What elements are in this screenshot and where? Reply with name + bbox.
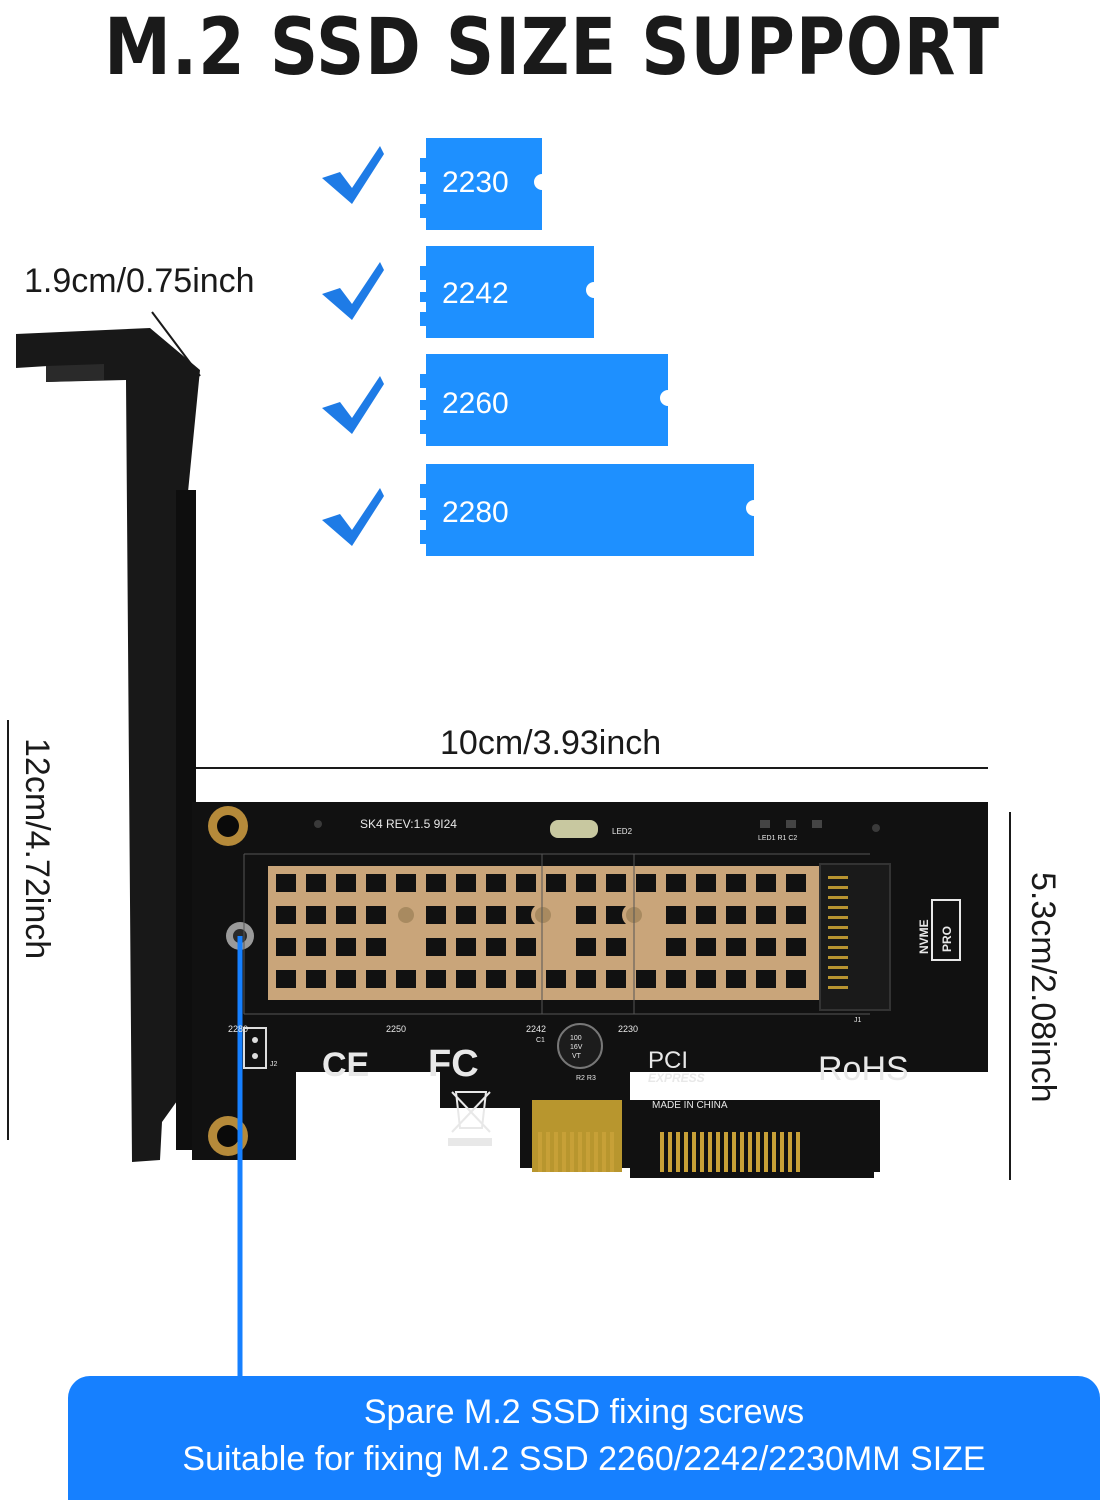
ssd-size-label: 2260 xyxy=(442,387,509,420)
check-icon xyxy=(322,376,384,434)
slot-2280-text: 2280 xyxy=(228,1024,248,1034)
ssd-size-label: 2280 xyxy=(442,496,509,529)
slot-2250-text: 2250 xyxy=(386,1024,406,1034)
ssd-2242-stick xyxy=(420,246,594,338)
check-icon xyxy=(322,146,384,204)
pci-logo-text: PCI xyxy=(648,1047,688,1074)
pcb-smd-text: LED1 R1 C2 xyxy=(758,835,797,842)
cap-text-1: 100 xyxy=(570,1035,582,1042)
slot-2230-text: 2230 xyxy=(618,1024,638,1034)
pcb-j1-text: J1 xyxy=(854,1017,862,1024)
ce-mark-text: CE xyxy=(322,1046,369,1084)
callout-line-2: Suitable for fixing M.2 SSD 2260/2242/22… xyxy=(182,1440,986,1478)
pcb-model-text: SK4 REV:1.5 9I24 xyxy=(360,817,457,831)
pro-text: PRO xyxy=(940,926,954,952)
ssd-size-label: 2242 xyxy=(442,277,509,310)
made-in-text: MADE IN CHINA xyxy=(652,1100,728,1111)
fc-mark-text: FC xyxy=(428,1043,479,1085)
check-icon xyxy=(322,262,384,320)
cap-text-2: 16V xyxy=(570,1044,583,1051)
nvme-adapter-card: SK4 REV:1.5 9I24 LED2 LED1 R1 C2 2280 22… xyxy=(16,328,988,1380)
weee-bin-icon xyxy=(451,1091,491,1133)
c1-text: C1 xyxy=(536,1037,545,1044)
card-length-label: 10cm/3.93inch xyxy=(440,724,662,762)
pcb-led-text: LED2 xyxy=(612,827,633,836)
express-logo-text: EXPRESS xyxy=(648,1071,705,1085)
ssd-2230-stick xyxy=(420,138,542,230)
screw-callout-banner: Spare M.2 SSD fixing screws Suitable for… xyxy=(68,1376,1100,1500)
r2r3-text: R2 R3 xyxy=(576,1075,596,1082)
nvme-text: NVME xyxy=(917,919,931,954)
cap-text-3: VT xyxy=(572,1053,582,1060)
check-icon xyxy=(322,488,384,546)
pcb-j2-text: J2 xyxy=(270,1061,278,1068)
ssd-size-label: 2230 xyxy=(442,166,509,199)
rohs-text: RoHS xyxy=(818,1050,909,1088)
dimension-lines xyxy=(7,311,1011,1180)
callout-line-1: Spare M.2 SSD fixing screws xyxy=(363,1393,805,1431)
bracket-width-label: 1.9cm/0.75inch xyxy=(24,262,255,300)
slot-2242-text: 2242 xyxy=(526,1024,546,1034)
page-title: M.2 SSD SIZE SUPPORT xyxy=(104,3,1000,93)
ssd-2280-stick xyxy=(420,464,754,556)
ssd-2260-stick xyxy=(420,354,668,446)
